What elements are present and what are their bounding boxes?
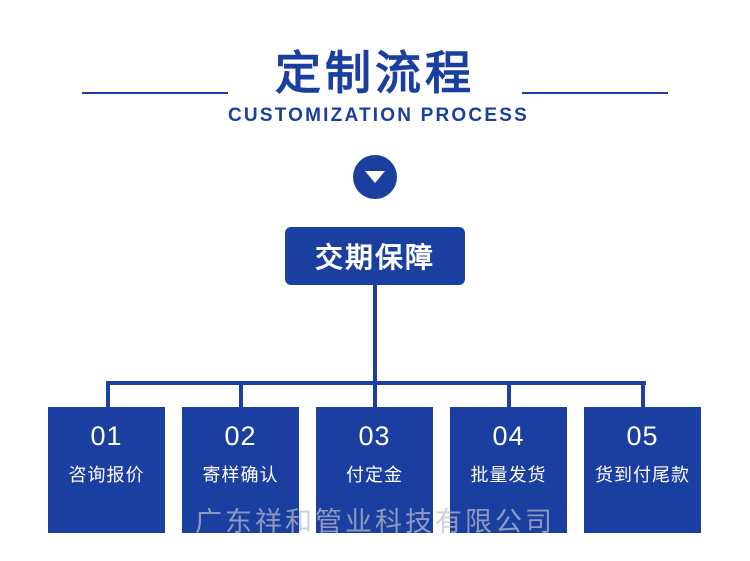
- step-label: 批量发货: [470, 465, 547, 486]
- step-label: 寄样确认: [202, 465, 279, 486]
- triangle-down-icon: [353, 155, 397, 199]
- step-card-1: 01 咨询报价: [48, 407, 165, 533]
- step-number: 03: [358, 421, 391, 451]
- connector-trunk: [373, 285, 377, 383]
- step-label: 付定金: [346, 465, 403, 486]
- page-title: 定制流程: [275, 46, 475, 100]
- step-number: 01: [90, 421, 123, 451]
- title-block: 定制流程 CUSTOMIZATION PROCESS: [228, 44, 529, 130]
- step-card-4: 04 批量发货: [450, 407, 567, 533]
- step-number: 04: [492, 421, 525, 451]
- header: 定制流程 CUSTOMIZATION PROCESS: [0, 44, 750, 144]
- step-number: 05: [626, 421, 659, 451]
- step-label: 咨询报价: [68, 465, 145, 486]
- step-number: 02: [224, 421, 257, 451]
- step-label: 货到付尾款: [595, 465, 690, 486]
- top-node: 交期保障: [285, 227, 465, 285]
- header-rule-left: [82, 92, 228, 94]
- step-card-5: 05 货到付尾款: [584, 407, 701, 533]
- page-subtitle: CUSTOMIZATION PROCESS: [228, 105, 529, 126]
- connector-drop-1: [106, 381, 110, 409]
- connector-drop-2: [239, 381, 243, 409]
- step-card-3: 03 付定金: [316, 407, 433, 533]
- connector-drop-4: [507, 381, 511, 409]
- connector-drop-3: [373, 381, 377, 409]
- header-rule-right: [522, 92, 668, 94]
- step-card-2: 02 寄样确认: [182, 407, 299, 533]
- top-node-label: 交期保障: [314, 241, 435, 274]
- connector-drop-5: [641, 381, 645, 409]
